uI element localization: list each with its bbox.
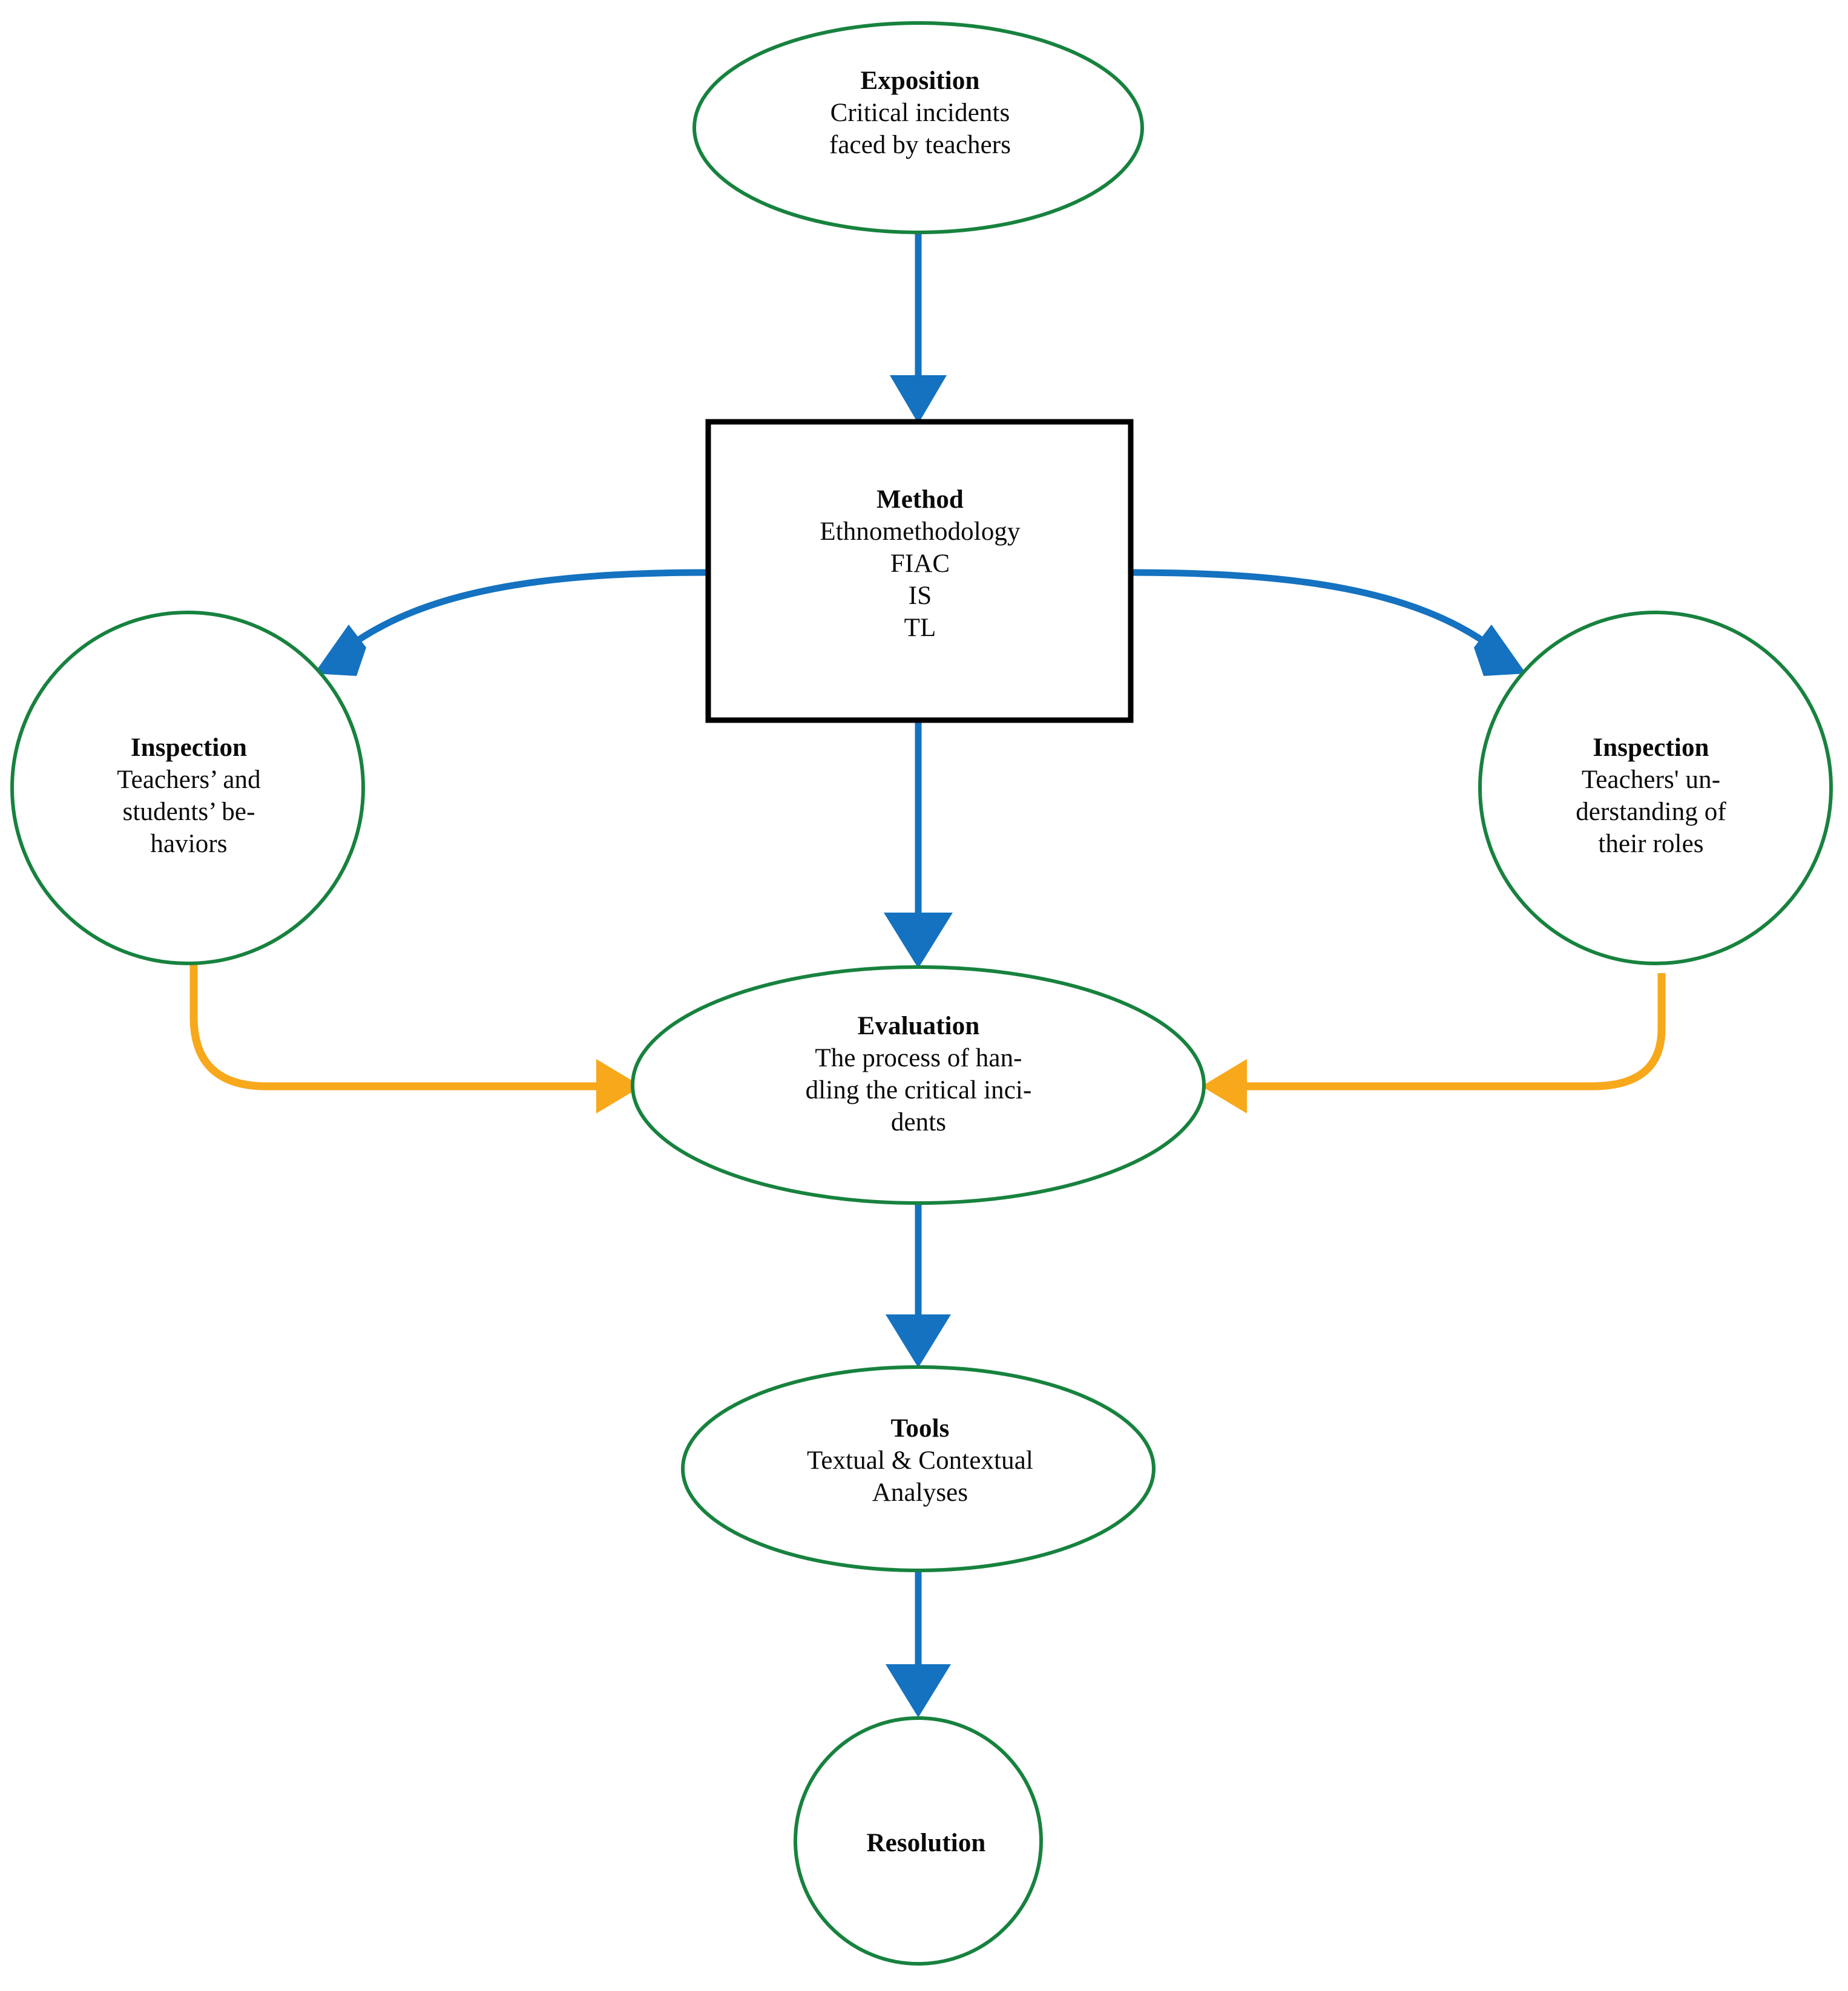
node-tools-shape[interactable]	[681, 1365, 1156, 1572]
node-evaluation-shape[interactable]	[631, 965, 1206, 1205]
edge-method-to-inspection-left	[314, 569, 709, 676]
node-inspection-right-shape[interactable]	[1478, 611, 1833, 965]
node-resolution-shape[interactable]	[794, 1716, 1043, 1966]
edge-method-to-evaluation	[884, 720, 953, 968]
node-inspection-left-shape[interactable]	[10, 611, 365, 965]
edge-method-to-inspection-right	[1130, 569, 1526, 676]
node-method-shape[interactable]	[705, 419, 1134, 723]
edge-inspection-right-to-evaluation	[1202, 973, 1666, 1114]
edge-inspection-left-to-evaluation	[189, 944, 642, 1114]
edge-evaluation-to-tools	[886, 1201, 951, 1368]
edge-exposition-to-method	[890, 232, 947, 424]
node-exposition-shape[interactable]	[692, 21, 1144, 234]
